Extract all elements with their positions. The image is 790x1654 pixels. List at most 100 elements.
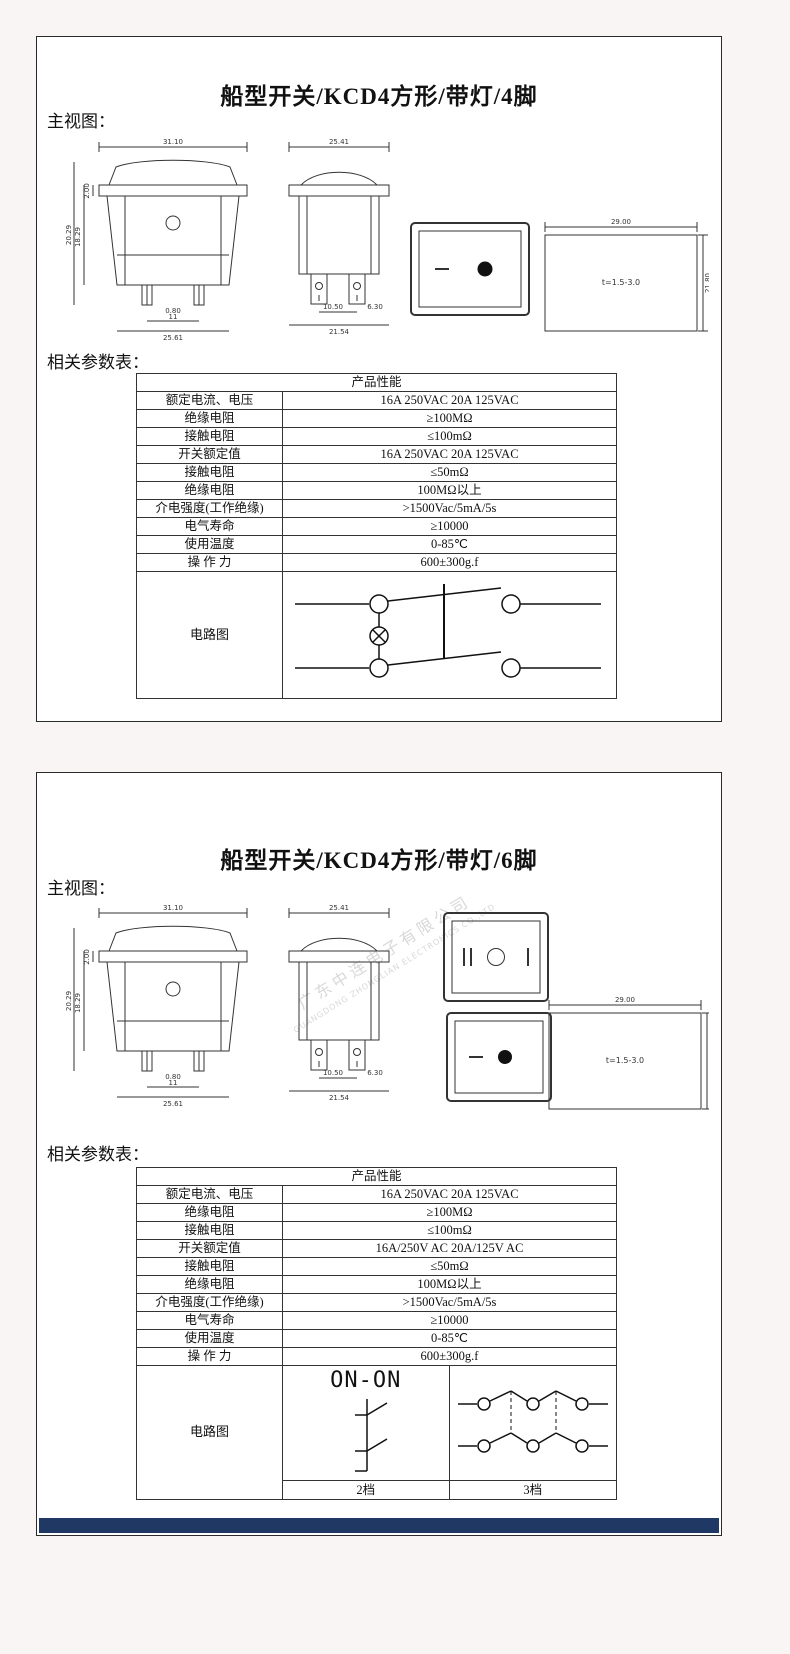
panel-face-drawing: [410, 222, 530, 316]
dim-label: 0.80: [165, 307, 181, 315]
side-view-drawing: 25.41 10.50 6.30 21.54: [288, 904, 390, 1102]
spec-label: 电气寿命: [136, 1311, 283, 1330]
circuit-label: 电路图: [136, 1365, 283, 1500]
table-header: 产品性能: [136, 373, 617, 392]
spec-value: ≤50mΩ: [282, 1257, 617, 1276]
spec-value: 0-85℃: [282, 535, 617, 554]
params-table-label: 相关参数表：: [47, 1145, 149, 1164]
dim-label: 11: [169, 313, 178, 321]
spec-label: 接触电阻: [136, 427, 283, 446]
circuit-row: 电路图: [136, 571, 617, 699]
main-view-drawings: 31.10 2.00 18.29 20.29 0.80 11 25.61 25.…: [65, 138, 709, 342]
main-view-label: 主视图：: [47, 879, 115, 898]
spec-value: ≥100MΩ: [282, 409, 617, 428]
spec-value: ≥100MΩ: [282, 1203, 617, 1222]
dim-label: 31.10: [163, 904, 183, 912]
spec-value: 600±300g.f: [282, 553, 617, 572]
circuit-diagram-cell: ON-ON: [282, 1365, 617, 1500]
dim-label: 29.00: [611, 218, 631, 226]
dim-label: 11: [169, 1079, 178, 1087]
dim-label: 20.29: [65, 991, 73, 1011]
spec-label: 使用温度: [136, 1329, 283, 1348]
dim-label: 21.80: [704, 273, 709, 293]
dim-label: 2.00: [83, 949, 91, 965]
spec-label: 额定电流、电压: [136, 391, 283, 410]
footer-bar: [39, 1518, 719, 1533]
spec-label: 介电强度(工作绝缘): [136, 1293, 283, 1312]
table-row: 绝缘电阻≥100MΩ: [136, 409, 617, 428]
spec-label: 开关额定值: [136, 445, 283, 464]
front-view-drawing: 31.10 2.00 18.29 20.29 0.80 11 25.61: [65, 904, 248, 1108]
spec-label: 开关额定值: [136, 1239, 283, 1258]
dim-label: 10.50: [323, 303, 343, 311]
circuit-3pos-cell: [450, 1366, 617, 1480]
spec-value: 100MΩ以上: [282, 481, 617, 500]
spec-value: 16A 250VAC 20A 125VAC: [282, 445, 617, 464]
mounting-plate-drawing: 29.00 t=1.5-3.0 21.80: [544, 218, 709, 332]
panel-face-dash-dot-drawing: [446, 1012, 552, 1102]
page-title: 船型开关/KCD4方形/带灯/6脚: [220, 848, 538, 873]
dim-label: 21.80: [708, 1051, 709, 1071]
circuit-diagram-3pos: [457, 1390, 608, 1453]
spec-label: 操 作 力: [136, 1347, 283, 1366]
table-row: 电气寿命≥10000: [136, 517, 617, 536]
dim-label: 10.50: [323, 1069, 343, 1077]
spec-value: >1500Vac/5mA/5s: [282, 499, 617, 518]
circuit-label: 电路图: [136, 571, 283, 699]
table-row: 接触电阻≤100mΩ: [136, 1221, 617, 1240]
circuit-caption-3pos: 3档: [449, 1480, 616, 1499]
table-header: 产品性能: [136, 1167, 617, 1186]
dim-label: 25.61: [163, 1100, 183, 1108]
spec-value: 600±300g.f: [282, 1347, 617, 1366]
side-view-drawing: 25.41 10.50 6.30 21.54: [288, 138, 390, 336]
circuit-2pos-cell: ON-ON: [283, 1366, 450, 1480]
spec-label: 接触电阻: [136, 1257, 283, 1276]
table-row: 电气寿命≥10000: [136, 1311, 617, 1330]
spec-label: 电气寿命: [136, 517, 283, 536]
dim-label: 6.30: [367, 1069, 383, 1077]
circuit-caption-2pos: 2档: [283, 1480, 450, 1499]
spec-label: 使用温度: [136, 535, 283, 554]
circuit-diagram-4pin: [295, 584, 601, 678]
circuit-diagram-cell: [282, 571, 617, 699]
spec-value: ≥10000: [282, 1311, 617, 1330]
table-row: 介电强度(工作绝缘)>1500Vac/5mA/5s: [136, 499, 617, 518]
dim-label: 29.00: [615, 996, 635, 1004]
mounting-plate-drawing: 29.00 t=1.5-3.0 21.80: [548, 996, 709, 1110]
dim-label: 25.41: [329, 904, 349, 912]
plate-thickness-label: t=1.5-3.0: [602, 278, 640, 287]
dim-label: 18.29: [74, 227, 82, 247]
spec-value: 0-85℃: [282, 1329, 617, 1348]
dim-label: 21.54: [329, 1094, 350, 1102]
dim-label: 31.10: [163, 138, 183, 146]
spec-sheet-4pin: 船型开关/KCD4方形/带灯/4脚 主视图： 31.10 2.00 18.29 …: [36, 36, 722, 722]
panel-face-onoffon-drawing: [443, 912, 549, 1002]
spec-label: 绝缘电阻: [136, 1203, 283, 1222]
spec-label: 绝缘电阻: [136, 481, 283, 500]
spec-label: 接触电阻: [136, 1221, 283, 1240]
table-header-row: 产品性能: [136, 1167, 617, 1186]
dim-label: 21.54: [329, 328, 350, 336]
table-row: 介电强度(工作绝缘)>1500Vac/5mA/5s: [136, 1293, 617, 1312]
page-title: 船型开关/KCD4方形/带灯/4脚: [220, 84, 538, 109]
dim-label: 0.80: [165, 1073, 181, 1081]
spec-value: >1500Vac/5mA/5s: [282, 1293, 617, 1312]
spec-sheet-6pin: 船型开关/KCD4方形/带灯/6脚 主视图： 广东中连电子有限公司 GUANGD…: [36, 772, 722, 1536]
front-view-drawing: 31.10 2.00 18.29 20.29 0.80 11 25.61: [65, 138, 248, 342]
circuit-diagram-2pos: [355, 1399, 388, 1473]
circuit-mode-title: ON-ON: [330, 1368, 402, 1393]
spec-value: ≥10000: [282, 517, 617, 536]
spec-value: 16A/250V AC 20A/125V AC: [282, 1239, 617, 1258]
spec-value: 16A 250VAC 20A 125VAC: [282, 391, 617, 410]
spec-value: ≤50mΩ: [282, 463, 617, 482]
table-row: 接触电阻≤100mΩ: [136, 427, 617, 446]
dim-label: 2.00: [83, 183, 91, 199]
dim-label: 18.29: [74, 993, 82, 1013]
